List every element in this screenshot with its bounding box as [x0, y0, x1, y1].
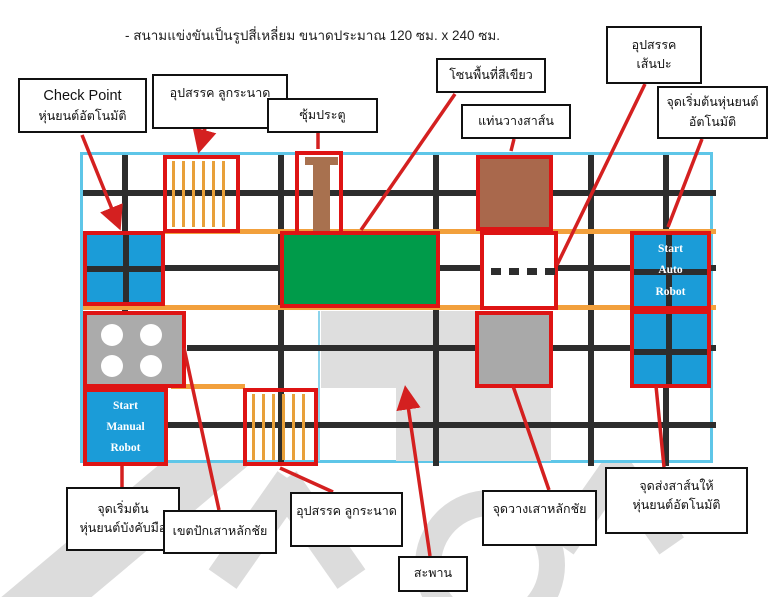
- label-green-zone: โซนพื้นที่สีเขียว: [436, 58, 546, 93]
- start-manual-text: Start Manual Robot: [87, 392, 164, 462]
- label-green-zone-line1: โซนพื้นที่สีเขียว: [449, 67, 533, 82]
- grid-vline-4: [588, 155, 594, 466]
- label-pole-zone: เขตปักเสาหลักชัย: [163, 510, 277, 554]
- label-rumble-top-line1: อุปสรรค ลูกระนาด: [169, 86, 271, 100]
- start-auto-line3: Robot: [655, 286, 686, 299]
- label-rumble-bottom: อุปสรรค ลูกระนาด: [290, 492, 403, 547]
- grid-vline-3: [433, 155, 439, 466]
- pole-hole-3: [101, 355, 123, 377]
- label-auto-start-line1: จุดเริ่มต้นหุ่นยนต์: [666, 95, 759, 110]
- connector-rumble-bottom: [279, 466, 334, 494]
- connector-platform: [509, 138, 516, 152]
- rumble-strips-bottom: [252, 394, 309, 460]
- label-gate-line1: ซุ้มประตู: [299, 107, 346, 122]
- start-manual-line1: Start: [113, 399, 138, 412]
- label-gate: ซุ้มประตู: [267, 98, 378, 133]
- start-manual-zone: Start Manual Robot: [83, 388, 168, 466]
- label-dashed-line: อุปสรรค เส้นปะ: [606, 26, 702, 84]
- gate-arch-zone: [295, 151, 343, 235]
- message-handoff-zone: [630, 310, 711, 388]
- green-zone: [280, 231, 440, 308]
- label-platform-line1: แท่นวางสาส์น: [478, 113, 554, 128]
- checkpoint-cross-h: [87, 266, 161, 272]
- start-manual-line3: Robot: [110, 442, 141, 455]
- label-check-point: Check Point หุ่นยนต์อัตโนมัติ: [18, 78, 147, 133]
- competition-field: Start Auto Robot Start Manual Robot: [80, 151, 716, 466]
- label-pole-point: จุดวางเสาหลักชัย: [482, 490, 597, 546]
- pole-hole-4: [140, 355, 162, 377]
- label-auto-start: จุดเริ่มต้นหุ่นยนต์ อัตโนมัติ: [657, 86, 768, 139]
- label-pole-zone-line1: เขตปักเสาหลักชัย: [172, 524, 268, 539]
- bridge-edge-line: [318, 311, 320, 461]
- rumble-obstacle-top: [163, 155, 240, 233]
- grid-hline-4: [167, 422, 716, 428]
- pole-hole-2: [140, 324, 162, 346]
- rumble-obstacle-bottom: [243, 388, 318, 466]
- grid-hline-3: [187, 345, 716, 351]
- pole-placing-point-zone: [475, 311, 553, 388]
- connector-rumble-top: [192, 126, 217, 154]
- label-message-point: จุดส่งสาส์นให้ หุ่นยนต์อัตโนมัติ: [605, 467, 748, 534]
- start-auto-line2: Auto: [658, 264, 683, 277]
- start-auto-line1: Start: [658, 242, 683, 255]
- label-check-point-line2: หุ่นยนต์อัตโนมัติ: [38, 109, 127, 124]
- label-bridge: สะพาน: [398, 556, 468, 592]
- label-message-point-line1: จุดส่งสาส์นให้: [639, 479, 714, 493]
- label-platform: แท่นวางสาส์น: [461, 104, 571, 139]
- label-bridge-line1: สะพาน: [413, 566, 453, 581]
- message-platform-zone: [476, 155, 553, 231]
- start-auto-text: Start Auto Robot: [634, 235, 707, 306]
- pole-planting-zone: [83, 311, 186, 388]
- label-check-point-line1: Check Point: [43, 87, 122, 104]
- label-manual-start-line1: จุดเริ่มต้น: [97, 501, 149, 516]
- label-dashed-line-line1: อุปสรรค: [631, 37, 677, 52]
- label-rumble-top: อุปสรรค ลูกระนาด: [152, 74, 288, 129]
- gate-arch-post: [313, 157, 330, 231]
- handoff-cross-h: [634, 349, 707, 355]
- start-auto-cross-h: [634, 269, 707, 275]
- label-auto-start-line2: อัตโนมัติ: [688, 114, 737, 129]
- label-message-point-line2: หุ่นยนต์อัตโนมัติ: [632, 498, 721, 513]
- label-pole-point-line1: จุดวางเสาหลักชัย: [492, 502, 587, 516]
- start-manual-line2: Manual: [106, 420, 145, 433]
- dashed-line-obstacle: [480, 231, 558, 310]
- start-auto-zone: Start Auto Robot: [630, 231, 711, 310]
- pole-hole-1: [101, 324, 123, 346]
- rumble-strips-top: [172, 161, 231, 227]
- grid-vline-2: [278, 155, 284, 466]
- dashed-line: [491, 268, 555, 275]
- label-dashed-line-line2: เส้นปะ: [636, 57, 672, 71]
- label-manual-start-line2: หุ่นยนต์บังคับมือ: [79, 521, 167, 535]
- label-rumble-bottom-line1: อุปสรรค ลูกระนาด: [296, 504, 397, 518]
- checkpoint-zone: [83, 231, 165, 306]
- page-title: - สนามแข่งขันเป็นรูปสี่เหลี่ยม ขนาดประมา…: [125, 28, 501, 43]
